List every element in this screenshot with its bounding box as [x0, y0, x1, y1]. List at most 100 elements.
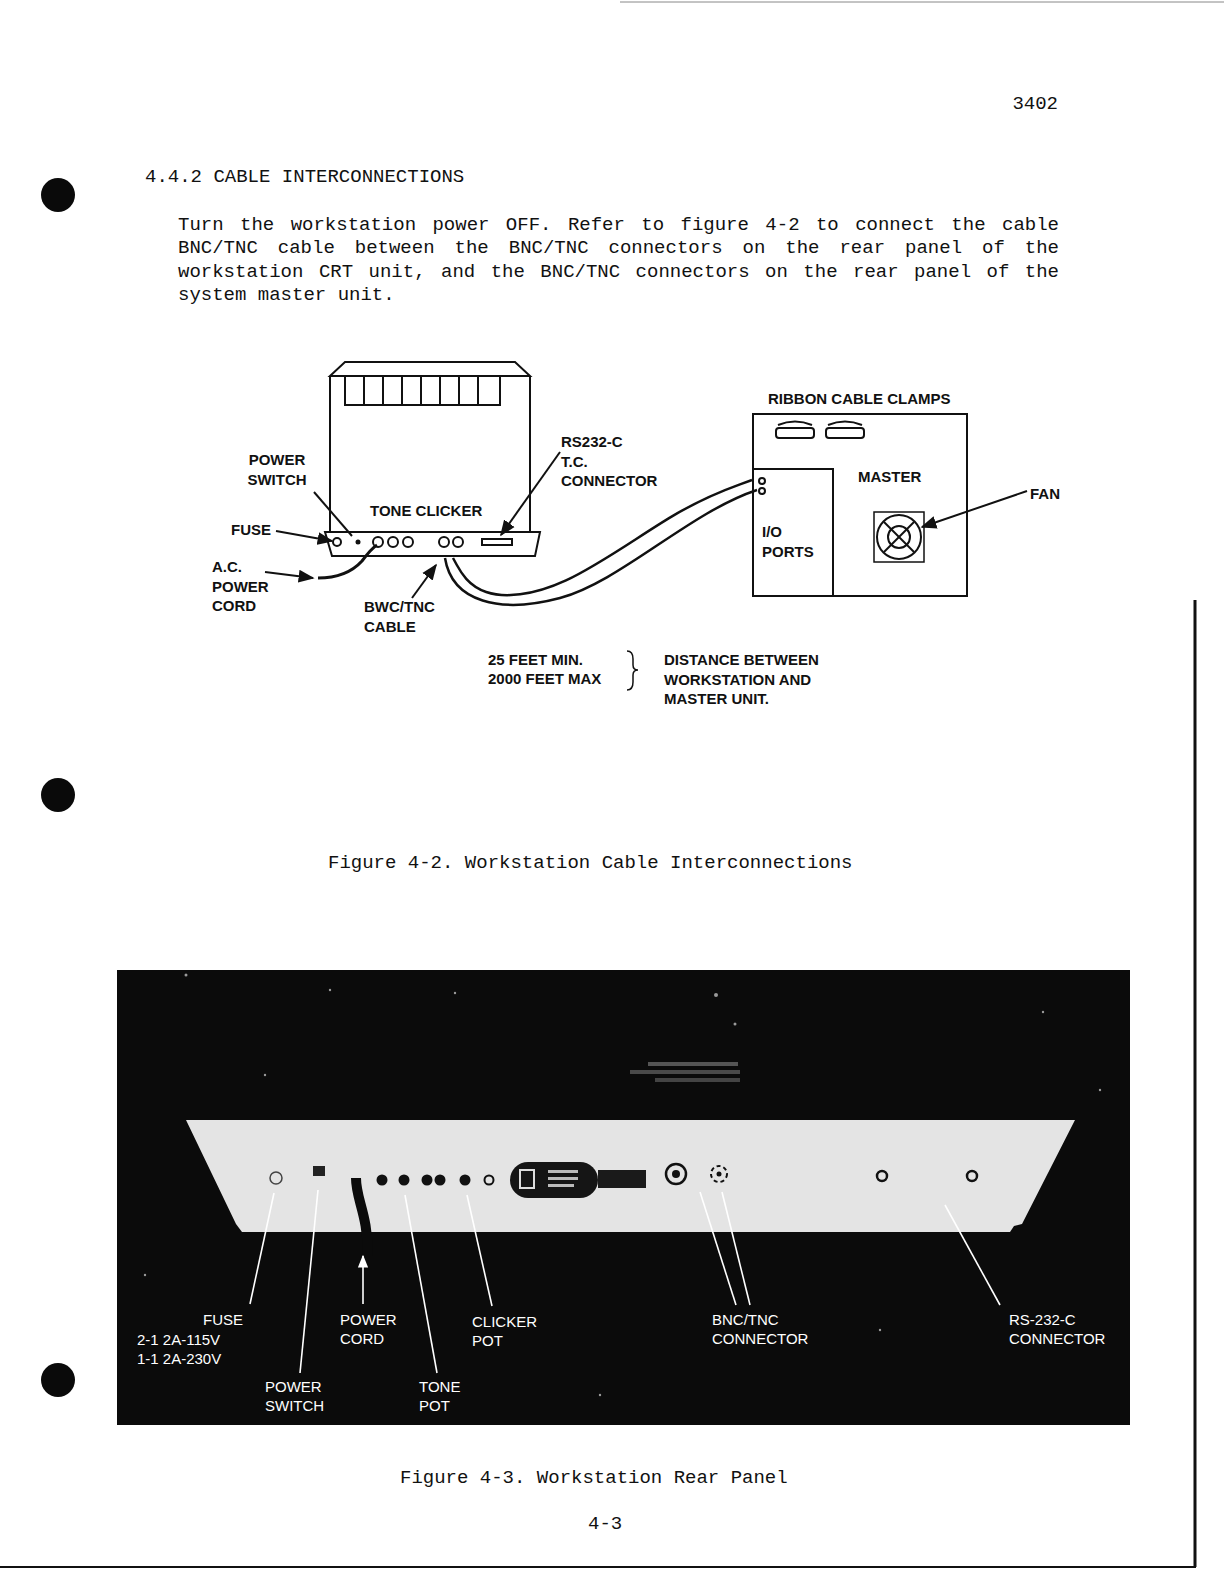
rs232-screw	[877, 1171, 887, 1181]
ul-logo	[510, 1162, 598, 1198]
cable-strand	[445, 490, 757, 605]
clicker-pot	[485, 1176, 494, 1185]
io-ports-box: I/O PORTS	[752, 468, 834, 597]
panel-hole	[399, 1175, 410, 1186]
section-heading: 4.4.2 CABLE INTERCONNECTIONS	[145, 166, 464, 189]
speck	[734, 1023, 737, 1026]
leader-arrow	[412, 565, 436, 598]
ribbon-clamp	[828, 422, 862, 426]
rating-plate	[598, 1170, 646, 1188]
binder-hole	[41, 1363, 75, 1397]
fan-symbol	[884, 522, 914, 552]
ul-logo-mark	[548, 1170, 578, 1173]
leader-arrow	[276, 531, 332, 541]
leader-line	[314, 492, 352, 536]
ribbon-clamp	[778, 422, 812, 426]
leader-arrow	[362, 1256, 364, 1304]
crt-outline	[325, 532, 540, 556]
crt-outline	[345, 376, 500, 405]
part-label: BNC/TNC CONNECTOR	[712, 1310, 817, 1348]
power-switch	[313, 1166, 325, 1176]
part-label: POWER CORD	[340, 1310, 402, 1348]
speck	[714, 993, 718, 997]
tnc-connector	[711, 1166, 727, 1182]
fan-frame	[874, 512, 924, 562]
photo-smudge	[655, 1078, 740, 1082]
crt-outline	[439, 537, 449, 547]
leader-arrow	[265, 572, 313, 578]
workstation-crt: TONE CLICKER	[318, 360, 543, 558]
node-label: I/O PORTS	[762, 522, 828, 561]
leader-line	[250, 1193, 274, 1304]
leader-line	[467, 1195, 492, 1306]
leader-line	[300, 1190, 318, 1373]
brace	[627, 651, 638, 690]
fan-symbol	[877, 515, 921, 559]
rear-panel	[186, 1120, 1075, 1232]
power-cord	[318, 545, 377, 578]
photo-speckle	[144, 974, 1101, 1397]
bnc-connector	[672, 1170, 680, 1178]
dimension: 25 FEET MIN.	[488, 650, 583, 670]
power-cord	[356, 1178, 368, 1256]
speck	[329, 989, 331, 991]
page-edge	[0, 1566, 1196, 1568]
crt-outline	[333, 538, 341, 546]
part-label: FAN	[1030, 484, 1060, 504]
binder-hole	[41, 778, 75, 812]
ul-logo-mark	[548, 1177, 578, 1180]
leader-line	[405, 1195, 437, 1373]
body-paragraph: Turn the workstation power OFF. Refer to…	[178, 214, 1059, 307]
crt-outline	[388, 537, 398, 547]
dimension: 2000 FEET MAX	[488, 669, 601, 689]
ribbon-clamp	[776, 428, 814, 438]
speck	[185, 974, 188, 977]
speck	[599, 1394, 601, 1396]
dimension-note: DISTANCE BETWEEN WORKSTATION AND MASTER …	[664, 650, 832, 709]
leader-line	[945, 1205, 1000, 1305]
bnc-connector	[666, 1164, 686, 1184]
ribbon-clamp	[826, 428, 864, 438]
crt-outline	[403, 537, 413, 547]
master-unit: RIBBON CABLE CLAMPSMASTERI/O PORTS	[752, 413, 968, 597]
panel-hole	[422, 1175, 433, 1186]
node-heading: RIBBON CABLE CLAMPS	[768, 389, 951, 409]
tone-pot	[460, 1175, 471, 1186]
ul-logo-mark	[548, 1184, 574, 1187]
part-label: BWC/TNC CABLE	[364, 597, 444, 636]
crt-outline	[330, 376, 530, 532]
page-number: 3402	[968, 93, 1058, 116]
leader-arrow	[922, 491, 1027, 527]
speck	[1042, 1011, 1044, 1013]
page-edge	[1194, 600, 1197, 1567]
part-label: RS232-C T.C. CONNECTOR	[561, 432, 653, 491]
fuse-rating: 1-1 2A-230V	[137, 1349, 221, 1368]
rear-panel-parts	[270, 1162, 977, 1256]
crt-outline	[453, 537, 463, 547]
part-label: CLICKER POT	[472, 1312, 550, 1350]
crt-outline	[330, 362, 530, 376]
part-label: A.C. POWER CORD	[212, 557, 274, 616]
panel-dot	[356, 540, 361, 545]
leader-line	[700, 1192, 736, 1305]
ul-logo-mark	[520, 1170, 534, 1188]
page-edge	[620, 2, 1224, 3]
figure-4-2-art	[265, 422, 1027, 691]
bnc-tnc-cable	[453, 480, 752, 595]
photo-smudge	[648, 1062, 738, 1066]
part-label: POWER SWITCH	[265, 1377, 335, 1415]
part-label: RS-232-C CONNECTOR	[1009, 1310, 1114, 1348]
fan-symbol	[884, 522, 914, 552]
binder-hole	[41, 178, 75, 212]
figure-caption: Figure 4-3. Workstation Rear Panel	[400, 1467, 788, 1490]
crt-outline	[373, 537, 383, 547]
cable-plug	[759, 478, 765, 484]
leader-line	[722, 1192, 750, 1305]
page-number: 4-3	[588, 1513, 622, 1536]
part-label: TONE POT	[419, 1377, 469, 1415]
part-label: FUSE	[231, 520, 271, 540]
crt-outline	[364, 376, 478, 405]
panel-hole	[435, 1175, 446, 1186]
fuse-rating: 2-1 2A-115V	[137, 1330, 220, 1349]
